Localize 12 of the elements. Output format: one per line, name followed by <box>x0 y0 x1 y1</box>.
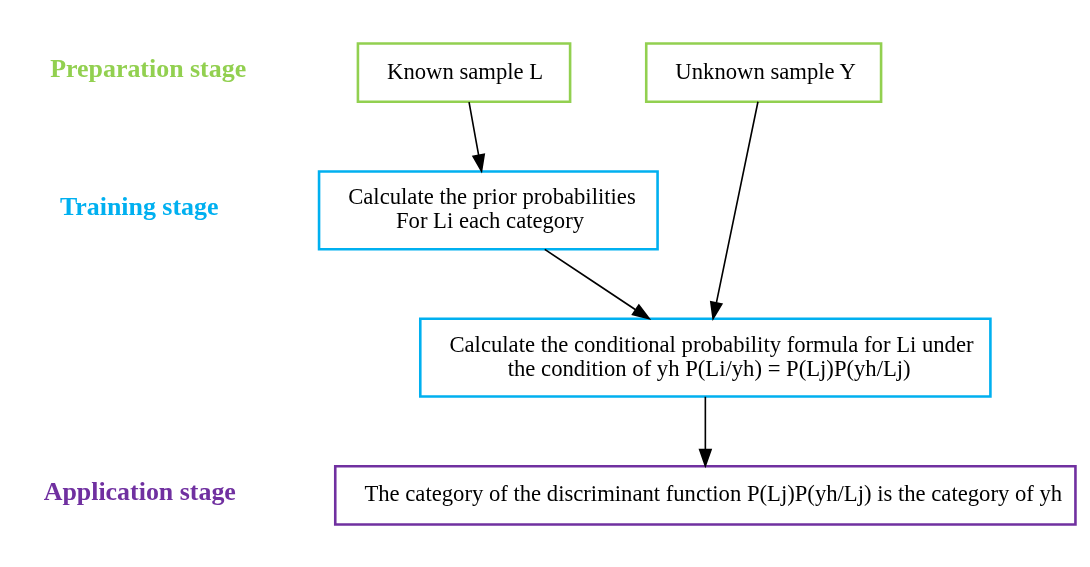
arrow <box>698 395 713 468</box>
label: Application stage <box>43 476 236 506</box>
arrow <box>709 100 759 321</box>
node-box: The category of the discriminant function P(Lj)P(yh/Lj) is the category of yh <box>333 464 1077 526</box>
node-box: Calculate the conditional probability formula for Li under the condition of yh P(Li/yh) = P(Lj)P(yh/Lj) <box>419 317 992 398</box>
node-box: Known sample L <box>356 41 572 103</box>
label: Training stage <box>59 191 219 221</box>
node-box: Calculate the prior probabilities For Li each category <box>317 169 659 250</box>
arrow <box>543 248 652 320</box>
arrow <box>468 100 486 174</box>
label: Preparation stage <box>50 53 247 83</box>
node-box: Unknown sample Y <box>644 41 883 103</box>
